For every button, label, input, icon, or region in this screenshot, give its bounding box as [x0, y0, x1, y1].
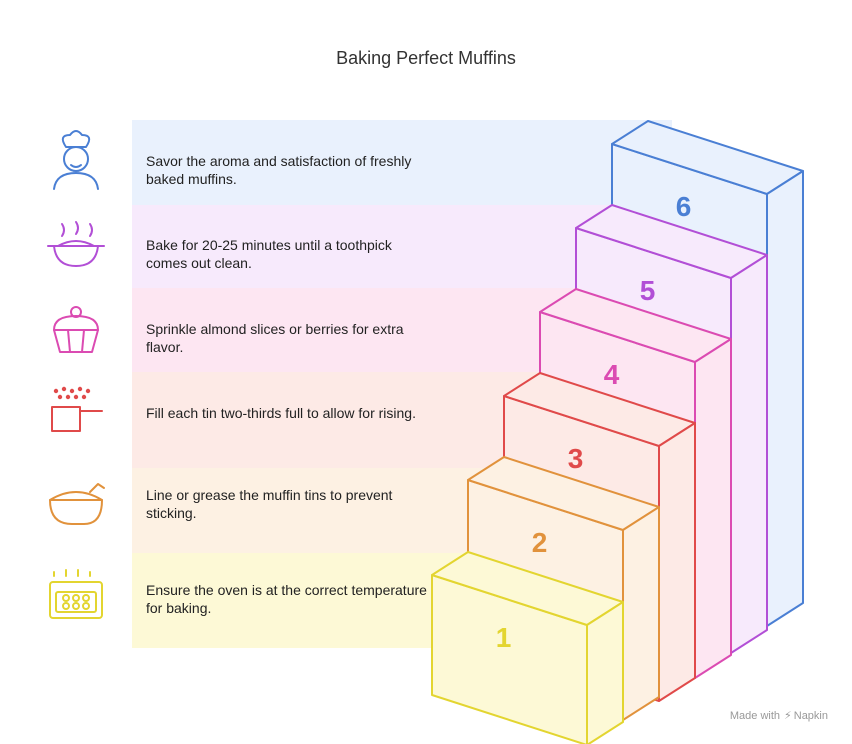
stair-side-face: [622, 506, 660, 721]
napkin-logo-icon: ⚡: [784, 710, 792, 722]
pie-icon: [47, 221, 105, 267]
step-band-2: [132, 468, 528, 553]
stair-step-1: 1: [431, 551, 624, 744]
step-text-2: Line or grease the muffin tins to preven…: [146, 487, 393, 521]
step-text-1: Ensure the oven is at the correct temper…: [146, 582, 427, 616]
diagram-title: Baking Perfect Muffins: [336, 48, 516, 68]
oven-icon: [49, 569, 103, 619]
step-text-5: Bake for 20-25 minutes until a toothpick…: [146, 237, 392, 271]
pot-icon: [51, 386, 103, 432]
step-text-6: Savor the aroma and satisfaction of fres…: [146, 153, 412, 187]
step-number-4: 4: [604, 359, 620, 390]
step-text-3: Fill each tin two-thirds full to allow f…: [146, 405, 416, 421]
step-band-6: [132, 120, 672, 205]
step-number-1: 1: [496, 622, 512, 653]
chef-icon: [53, 130, 99, 190]
bowl-icon: [49, 483, 105, 525]
step-number-6: 6: [676, 191, 692, 222]
step-number-5: 5: [640, 275, 656, 306]
stair-side-face: [694, 338, 732, 679]
step-number-3: 3: [568, 443, 584, 474]
step-band-3: [132, 372, 564, 468]
step-text-4: Sprinkle almond slices or berries for ex…: [146, 321, 404, 355]
stair-side-face: [730, 254, 768, 654]
step-band-5: [132, 205, 636, 288]
stair-side-face: [586, 601, 624, 744]
stair-side-face: [766, 170, 804, 627]
stair-side-face: [658, 422, 696, 702]
cupcake-icon: [53, 306, 99, 353]
footer-prefix: Made with: [729, 710, 781, 722]
footer-credit: Made with⚡Napkin: [730, 709, 828, 722]
step-number-2: 2: [532, 527, 548, 558]
step-band-4: [132, 288, 600, 372]
footer-brand: Napkin: [793, 710, 828, 722]
